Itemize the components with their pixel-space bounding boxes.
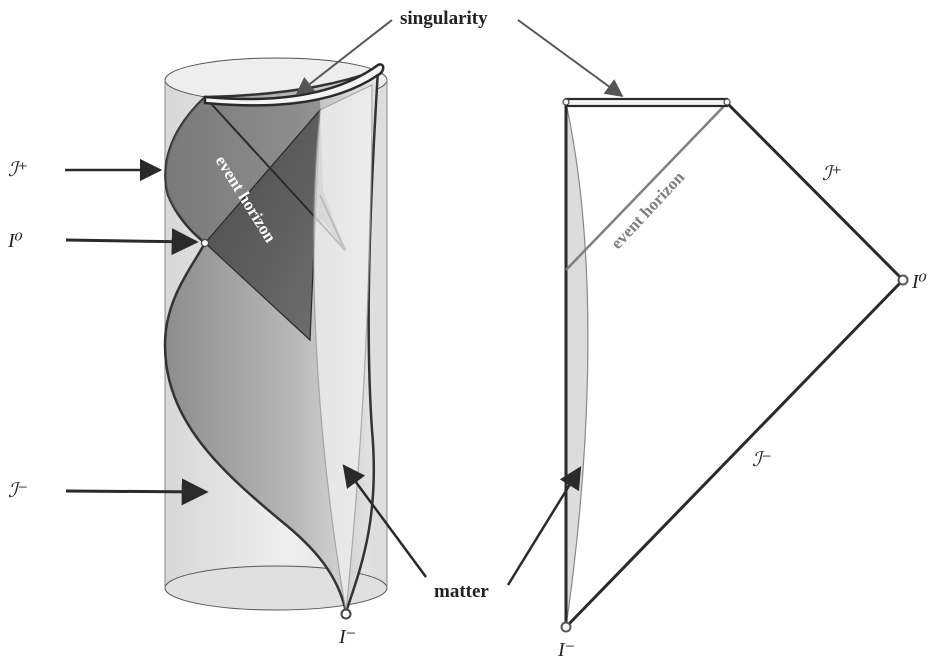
event-horizon-label-right: event horizon — [607, 167, 689, 253]
singularity-left — [203, 63, 385, 107]
i-minus-point-left — [340, 608, 352, 620]
event-horizon-line-right — [565, 102, 728, 271]
i-zero-label-right: I⁰ — [911, 271, 927, 293]
scri-minus-edge-right — [564, 278, 905, 629]
matter-arrow-right — [506, 466, 582, 586]
scri-minus-label-right: ℐ⁻ — [752, 449, 772, 471]
matter-region-right — [565, 102, 589, 628]
scri-minus-label-left: ℐ⁻ — [8, 480, 28, 502]
i-zero-label-left: I⁰ — [7, 230, 23, 252]
matter-arrow-left — [342, 464, 428, 578]
scri-plus-label-right: ℐ⁺ — [822, 163, 842, 185]
i-minus-label-right: I⁻ — [557, 639, 575, 661]
i-zero-arrow-left — [65, 228, 199, 256]
scri-minus-arrow-left — [65, 478, 209, 506]
matter-label: matter — [434, 581, 489, 602]
singularity-arrow-right — [517, 19, 624, 98]
i-zero-point-left — [200, 238, 210, 248]
singularity-right — [564, 97, 729, 108]
scri-plus-label-left: ℐ⁺ — [8, 159, 28, 181]
i-minus-point-right — [560, 621, 572, 633]
cylinder-diagram — [163, 57, 388, 620]
i-minus-label-left: I⁻ — [338, 626, 356, 648]
scri-plus-edge-right — [725, 101, 905, 282]
i-zero-point-right — [897, 274, 909, 286]
singularity-arrow-left — [295, 19, 393, 96]
penrose-diagram — [560, 97, 909, 633]
singularity-label: singularity — [400, 8, 488, 29]
